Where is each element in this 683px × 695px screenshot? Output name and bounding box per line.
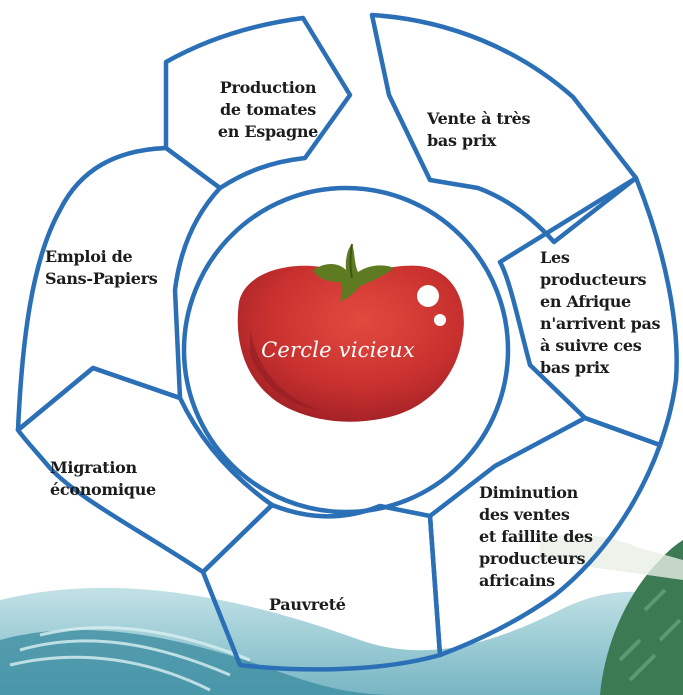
segment-outline-vente — [369, 12, 639, 245]
tomato-shade — [250, 330, 322, 410]
segment-outline-migration — [15, 365, 275, 575]
step-migration: Migration économique — [50, 458, 156, 499]
tomato-highlight-small — [434, 314, 446, 326]
foliage-texture — [618, 588, 682, 682]
background-landscape — [0, 534, 683, 695]
tomato-icon — [237, 243, 464, 422]
inner-ring — [181, 185, 511, 515]
tomato-stem — [313, 244, 394, 302]
segment-outline-emploi — [15, 145, 223, 433]
step-pauvrete: Pauvreté — [269, 595, 346, 614]
segment-outline-producteurs — [497, 175, 679, 448]
step-diminution: Diminution des ventes et faillite des pr… — [479, 483, 593, 590]
segment-outline-production — [163, 15, 353, 191]
hill-shape — [540, 534, 683, 580]
tomato-body — [237, 265, 464, 422]
step-vente: Vente à très bas prix — [427, 109, 531, 150]
tomato-highlight-large — [417, 285, 439, 307]
center-label: Cercle vicieux — [261, 338, 415, 362]
step-emploi: Emploi de Sans-Papiers — [45, 247, 158, 288]
segment-outline-diminution — [427, 415, 663, 658]
step-producteurs: Les producteurs en Afrique n'arrivent pa… — [540, 248, 661, 377]
step-production: Production de tomates en Espagne — [217, 78, 319, 141]
tomato-stem-detail — [349, 243, 353, 279]
water-stripes — [9, 626, 251, 692]
foliage-shape — [600, 540, 683, 695]
